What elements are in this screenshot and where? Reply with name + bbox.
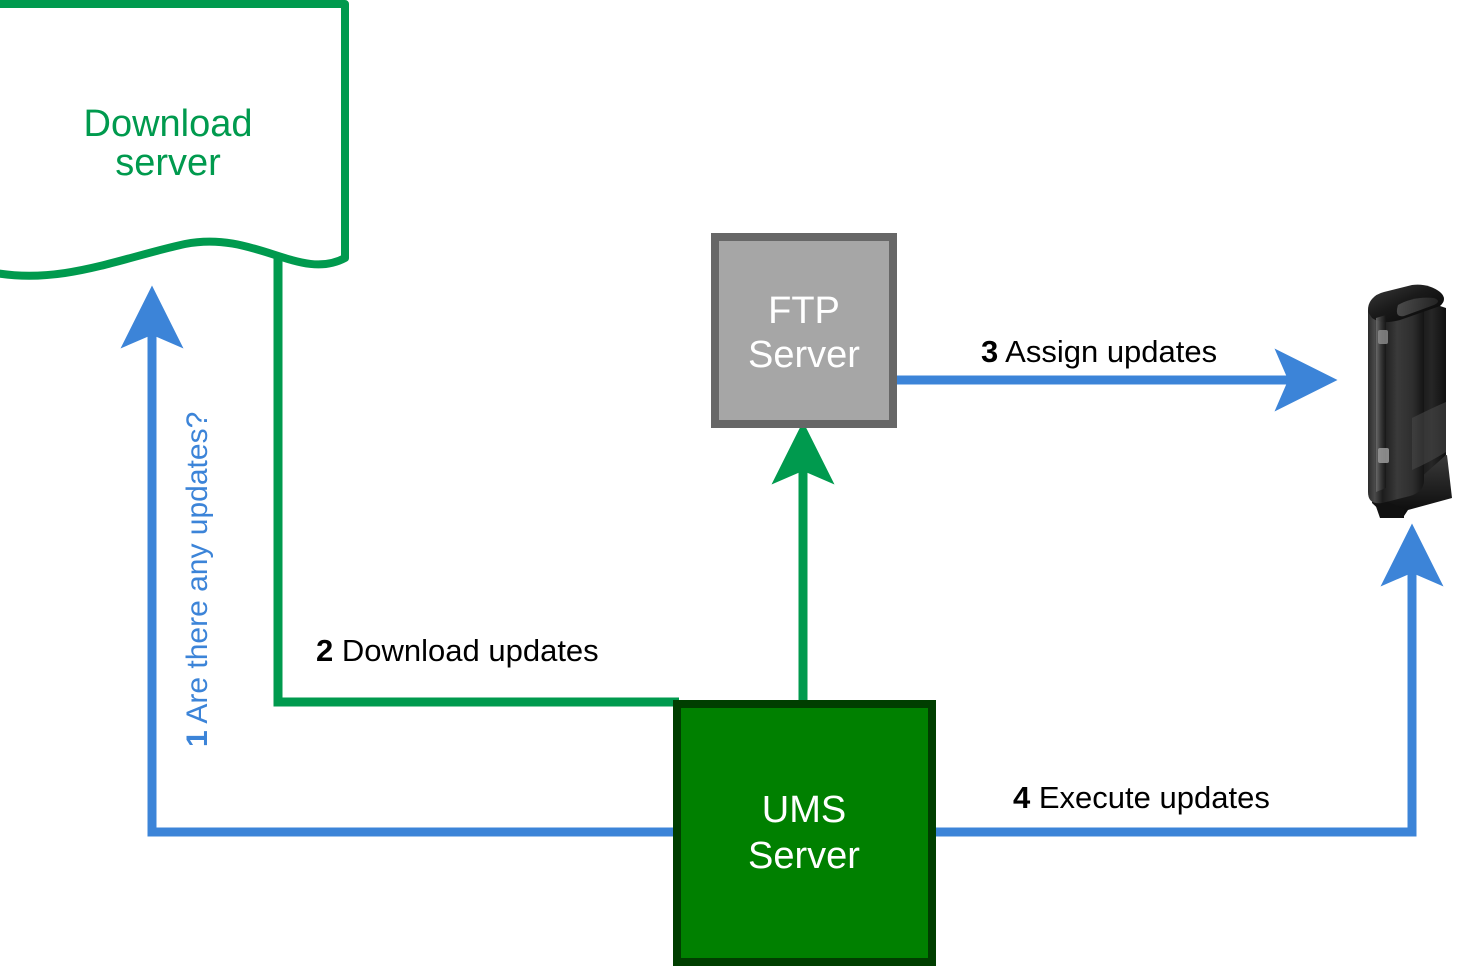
flow-1-text: Are there any updates? (181, 412, 214, 724)
node-ftp-server[interactable]: FTP Server (711, 233, 897, 428)
node-thin-client-device[interactable] (1368, 284, 1452, 518)
device-logo-top (1378, 330, 1388, 344)
svg-text:1 Are there any updates?: 1 Are there any updates? (181, 412, 214, 747)
flow-2-number: 2 (316, 633, 333, 668)
ftp-server-label-line2: Server (748, 334, 860, 376)
flow-1-arrow-are-there-any-updates (120, 285, 673, 837)
flow-4-text: Execute updates (1039, 780, 1270, 815)
ums-server-label-line1: UMS (762, 789, 846, 831)
flow-4-number: 4 (1013, 780, 1031, 815)
device-lower-highlight (1412, 402, 1446, 470)
flow-4-arrow-execute-updates (936, 523, 1444, 837)
flow-2-path (273, 252, 679, 707)
device-top-highlight (1396, 297, 1438, 317)
flow-3-text: Assign updates (1005, 334, 1217, 369)
node-download-server[interactable]: Download server (0, 0, 349, 280)
flow-1-path (120, 285, 673, 837)
node-ums-server[interactable]: UMS Server (673, 700, 936, 966)
flow-2-text: Download updates (342, 633, 599, 668)
flow-3-label: 3 Assign updates (981, 334, 1217, 369)
device-logo-bottom (1378, 448, 1389, 463)
flow-3-number: 3 (981, 334, 998, 369)
flow-4-label: 4 Execute updates (1013, 780, 1270, 815)
flow-2-label: 2 Download updates (316, 633, 599, 668)
flow-4-path (936, 523, 1444, 837)
device-light-strip (1376, 315, 1386, 492)
ums-server-label-line2: Server (748, 835, 860, 877)
ftp-server-label-line1: FTP (768, 290, 840, 332)
flow-1-label: 1 Are there any updates? (181, 412, 214, 747)
download-server-shape (0, 0, 349, 280)
download-server-label-line1: Download (84, 103, 253, 145)
flow-1-number: 1 (181, 730, 214, 747)
download-server-label-line2: server (115, 142, 221, 184)
ums-server-box (673, 700, 936, 966)
flow-2-arrow-download-updates (273, 252, 679, 707)
thin-client-device-icon (1368, 284, 1452, 518)
ftp-server-box (711, 233, 897, 428)
